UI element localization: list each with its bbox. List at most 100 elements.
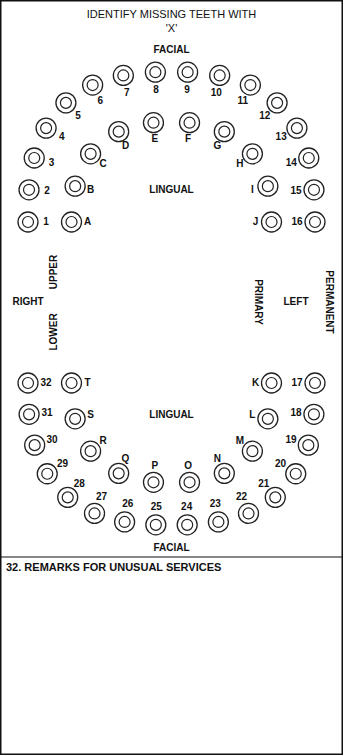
tooth-symbol	[210, 65, 230, 85]
tooth-outline	[214, 122, 234, 142]
tooth-crown	[272, 97, 283, 108]
tooth-outline	[304, 180, 324, 200]
tooth-outline	[115, 512, 135, 532]
tooth-crown	[303, 440, 314, 451]
label-slot: 32	[40, 378, 51, 388]
tooth-letter: A	[84, 217, 91, 227]
tooth-symbol	[304, 180, 324, 200]
label-slot: 32. REMARKS FOR UNUSUAL SERVICES	[6, 562, 221, 573]
tooth-crown	[148, 477, 159, 488]
surface-label: FACIAL	[153, 543, 189, 553]
tooth-number: 20	[275, 459, 286, 469]
tooth-outline	[143, 472, 163, 492]
label-slot: 12	[259, 111, 270, 121]
tooth-outline	[305, 212, 325, 232]
tooth-symbol	[214, 463, 234, 483]
tooth-number: 16	[291, 217, 302, 227]
tooth-crown	[213, 516, 224, 527]
tooth-crown	[184, 117, 195, 128]
tooth-crown	[310, 378, 321, 389]
tooth-crown	[24, 184, 35, 195]
tooth-outline	[238, 503, 258, 523]
tooth-outline	[242, 144, 262, 164]
tooth-number: 6	[97, 96, 103, 106]
label-slot: 31	[41, 408, 52, 418]
surface-label: LINGUAL	[149, 410, 193, 420]
tooth-symbol	[258, 409, 278, 429]
tooth-outline	[146, 515, 166, 535]
label-slot: R	[100, 436, 107, 446]
label-slot: UPPER	[49, 255, 59, 289]
tooth-outline	[19, 404, 39, 424]
tooth-crown	[42, 468, 53, 479]
label-slot: 14	[286, 158, 297, 168]
tooth-crown	[23, 217, 34, 228]
tooth-outline	[19, 180, 39, 200]
tooth-crown	[23, 378, 34, 389]
tooth-symbol	[58, 487, 78, 507]
tooth-number: 11	[237, 96, 248, 106]
tooth-letter: Q	[122, 454, 130, 464]
label-slot: 3	[49, 158, 55, 168]
tooth-crown	[29, 153, 40, 164]
tooth-symbol	[143, 472, 163, 492]
tooth-symbol	[180, 472, 200, 492]
tooth-number: 14	[286, 158, 297, 168]
tooth-outline	[56, 93, 76, 113]
tooth-letter: L	[249, 410, 255, 420]
tooth-symbol	[267, 93, 287, 113]
tooth-crown	[310, 217, 321, 228]
tooth-number: 7	[124, 88, 130, 98]
tooth-letter: F	[185, 134, 191, 144]
field-divider	[0, 556, 343, 557]
label-slot: 22	[236, 492, 247, 502]
tooth-chart	[18, 62, 325, 535]
tooth-symbol	[298, 435, 318, 455]
tooth-symbol	[262, 373, 282, 393]
label-slot: LINGUAL	[149, 410, 193, 420]
label-slot: E	[152, 134, 159, 144]
tooth-symbol	[109, 463, 129, 483]
label-slot: G	[214, 141, 222, 151]
label-slot: 1	[43, 217, 49, 227]
tooth-number: 1	[43, 217, 49, 227]
tooth-crown	[62, 492, 73, 503]
label-slot: T	[84, 378, 90, 388]
tooth-crown	[214, 70, 225, 81]
label-slot: 20	[275, 459, 286, 469]
tooth-letter: N	[214, 454, 221, 464]
tooth-symbol	[242, 441, 262, 461]
tooth-letter: O	[184, 461, 192, 471]
tooth-outline	[58, 487, 78, 507]
tooth-crown	[290, 468, 301, 479]
tooth-outline	[304, 404, 324, 424]
surface-label: FACIAL	[153, 45, 189, 55]
tooth-letter: T	[84, 378, 90, 388]
tooth-letter: D	[122, 141, 129, 151]
tooth-symbol	[65, 176, 85, 196]
label-slot: D	[122, 141, 129, 151]
tooth-crown	[85, 148, 96, 159]
label-slot: 27	[96, 492, 107, 502]
tooth-symbol	[18, 373, 38, 393]
label-slot: H	[236, 159, 243, 169]
tooth-symbol	[65, 409, 85, 429]
tooth-outline	[109, 463, 129, 483]
tooth-crown	[247, 148, 258, 159]
tooth-outline	[65, 409, 85, 429]
tooth-symbol	[62, 373, 82, 393]
tooth-crown	[148, 117, 159, 128]
tooth-outline	[65, 176, 85, 196]
tooth-crown	[150, 67, 161, 78]
label-slot: FACIAL	[153, 543, 189, 553]
label-slot: 6	[97, 96, 103, 106]
label-slot: 21	[258, 479, 269, 489]
label-slot: J	[253, 217, 259, 227]
tooth-outline	[37, 464, 57, 484]
tooth-symbol	[19, 404, 39, 424]
label-slot: I	[251, 185, 254, 195]
tooth-symbol	[37, 464, 57, 484]
label-slot: L	[249, 410, 255, 420]
tooth-outline	[267, 93, 287, 113]
tooth-outline	[81, 144, 101, 164]
